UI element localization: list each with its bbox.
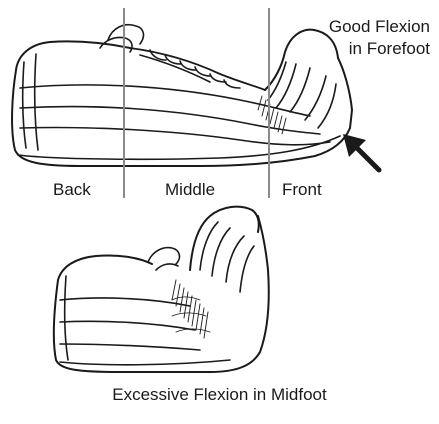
good-flexion-label-line2: in Forefoot [349,39,430,59]
section-label-middle: Middle [165,180,215,200]
forefoot-arrow [343,134,379,170]
excessive-flexion-caption: Excessive Flexion in Midfoot [0,385,439,405]
section-dividers [124,8,269,198]
bottom-shoe-illustration [54,207,269,372]
top-shoe-illustration [12,25,352,166]
section-label-front: Front [282,180,322,200]
section-label-back: Back [53,180,91,200]
good-flexion-label-line1: Good Flexion [329,17,430,37]
